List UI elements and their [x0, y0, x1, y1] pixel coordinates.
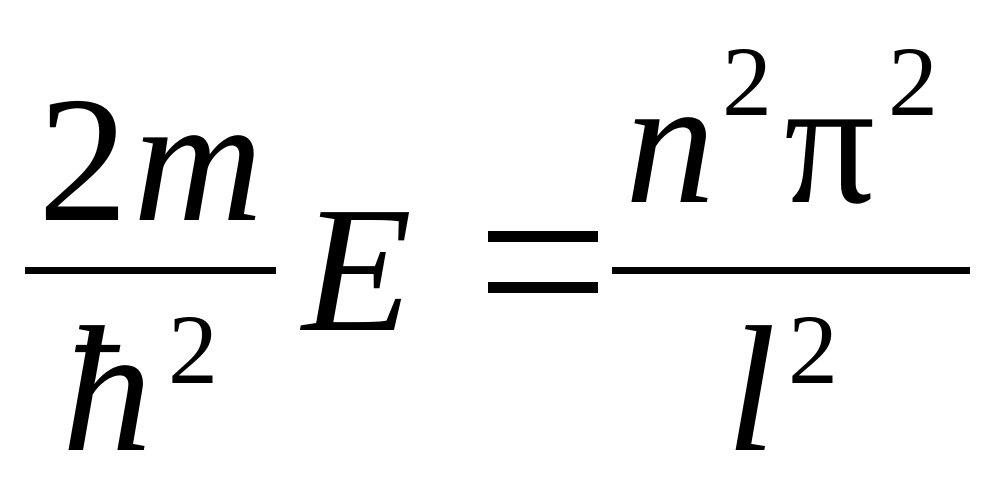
numerator-variable-m: m: [133, 60, 263, 259]
denominator-l-exponent: 2: [788, 294, 838, 405]
numerator-pi: π: [784, 42, 875, 241]
equals-bottom-bar: [488, 282, 598, 293]
numerator-n-exponent: 2: [722, 26, 772, 137]
equals-top-bar: [488, 231, 598, 242]
numerator-pi-exponent: 2: [888, 26, 938, 137]
denominator-l: l: [726, 290, 777, 489]
energy-symbol: E: [302, 170, 412, 369]
denominator-hbar-exponent: 2: [168, 294, 218, 405]
numerator-n: n: [625, 42, 715, 241]
numerator-coefficient: 2: [38, 60, 128, 259]
equals-text: =: [488, 231, 489, 232]
left-fraction-bar: [25, 267, 276, 274]
right-fraction-bar: [612, 267, 970, 274]
denominator-hbar: ħ: [62, 290, 152, 489]
